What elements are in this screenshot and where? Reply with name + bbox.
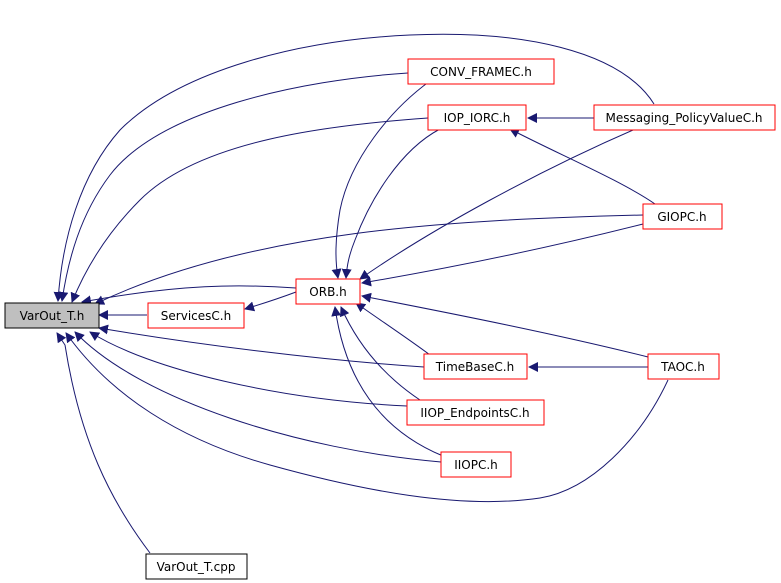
node-label: TimeBaseC.h [435, 360, 514, 374]
node-iiopc-h[interactable]: IIOPC.h [440, 451, 512, 478]
edge-messaging-to-varout [53, 33, 655, 302]
edge-taoc-to-orb [361, 292, 649, 358]
edge-convframe-to-varout [58, 72, 409, 302]
edge-messaging-to-orb [359, 126, 641, 280]
edge-timebase-to-varout [98, 324, 425, 368]
edge-iiopendpoints-to-varout [89, 331, 408, 407]
node-timebasec-h[interactable]: TimeBaseC.h [423, 353, 528, 380]
edge-iiopendpoints-to-orb [340, 306, 421, 401]
node-varout-t-cpp[interactable]: VarOut_T.cpp [145, 553, 248, 580]
node-orb-h[interactable]: ORB.h [295, 278, 361, 305]
edge-iopiorc-to-orb [341, 128, 441, 279]
node-label: VarOut_T.cpp [157, 560, 236, 574]
node-iiop-endpointsc-h[interactable]: IIOP_EndpointsC.h [406, 399, 545, 426]
node-taoc-h[interactable]: TAOC.h [647, 353, 720, 380]
edge-taoc-to-varout [65, 332, 669, 503]
node-label: GIOPC.h [657, 210, 706, 224]
node-giopc-h[interactable]: GIOPC.h [642, 203, 723, 230]
node-label: IIOP_EndpointsC.h [420, 406, 529, 420]
node-label: VarOut_T.h [20, 309, 85, 323]
node-label: IOP_IORC.h [444, 111, 511, 125]
node-label: Messaging_PolicyValueC.h [605, 111, 762, 125]
node-label: ServicesC.h [161, 309, 231, 323]
node-servicesc-h[interactable]: ServicesC.h [147, 302, 245, 329]
node-label: CONV_FRAMEC.h [430, 65, 532, 79]
node-iop-iorc-h[interactable]: IOP_IORC.h [427, 104, 527, 131]
edge-giopc-to-orb [361, 223, 644, 287]
edge-orb-to-varout [81, 285, 297, 306]
edge-orb-to-servicesc [244, 291, 297, 312]
node-label: IIOPC.h [454, 458, 498, 472]
edge-timebase-to-orb [355, 302, 431, 356]
edge-convframe-to-orb [331, 80, 431, 279]
node-varout-t-h[interactable]: VarOut_T.h [4, 302, 100, 329]
edge-iiopc-to-varout [74, 331, 442, 463]
edge-varoutcpp-to-varout [56, 332, 151, 554]
edges [53, 33, 669, 554]
edge-iopiorc-to-varout [70, 117, 429, 303]
node-messaging-policyvaluec-h[interactable]: Messaging_PolicyValueC.h [593, 104, 776, 131]
edge-giopc-to-varout [94, 214, 644, 305]
node-label: TAOC.h [660, 360, 705, 374]
edge-giopc-to-iopiorc [509, 128, 656, 205]
node-conv-framec-h[interactable]: CONV_FRAMEC.h [407, 58, 555, 85]
edge-iiopc-to-orb [331, 306, 444, 457]
node-label: ORB.h [309, 285, 346, 299]
